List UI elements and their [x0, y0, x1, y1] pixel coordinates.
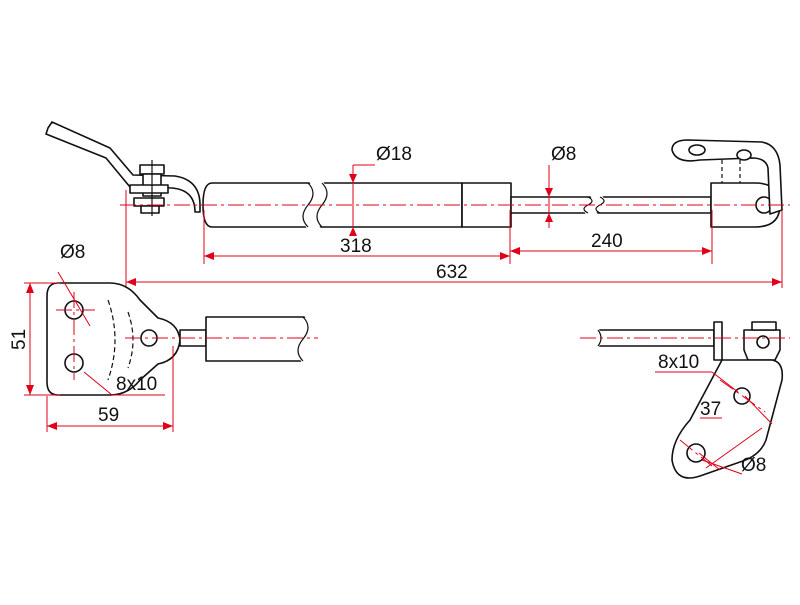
left-slot-callout: 8x10 — [83, 371, 165, 396]
left-hole-diameter-callout: Ø8 — [57, 242, 91, 327]
right-spacing-dimension: 37 — [698, 395, 773, 471]
right-slot-label: 8x10 — [658, 352, 699, 373]
cylinder-length-dimension: 318 — [204, 236, 510, 260]
right-bracket-hole-2 — [736, 149, 752, 161]
total-length-label: 632 — [436, 262, 468, 283]
left-width-dimension: 59 — [46, 346, 174, 432]
right-spacing-label: 37 — [700, 399, 721, 420]
total-length-dimension: 632 — [126, 262, 782, 286]
left-width-label: 59 — [98, 405, 119, 426]
right-bracket-plate — [671, 139, 783, 215]
left-hole-diameter-label: Ø8 — [60, 242, 85, 263]
left-bent-bracket — [45, 121, 201, 213]
left-bracket-detail — [46, 282, 318, 396]
rod-diameter-label: Ø8 — [551, 144, 576, 165]
main-strut — [45, 121, 783, 230]
left-height-label: 51 — [9, 329, 30, 350]
right-hole-diameter-label: Ø8 — [741, 455, 766, 476]
left-ball-stud — [129, 160, 169, 216]
cylinder-length-label: 318 — [340, 236, 372, 257]
cylinder-diameter-callout: Ø18 — [349, 144, 412, 236]
left-slot-label: 8x10 — [116, 374, 157, 395]
cylinder-diameter-label: Ø18 — [376, 144, 412, 165]
rod-length-dimension: 240 — [510, 231, 712, 255]
right-bracket-hole-1 — [688, 144, 706, 156]
rod-diameter-callout: Ø8 — [545, 144, 576, 228]
rod-length-label: 240 — [591, 231, 623, 252]
right-hole-diameter-callout: Ø8 — [701, 455, 766, 476]
left-height-dimension: 51 — [9, 282, 60, 396]
right-slot-callout: 8x10 — [655, 352, 739, 393]
right-bracket-detail — [593, 321, 784, 479]
